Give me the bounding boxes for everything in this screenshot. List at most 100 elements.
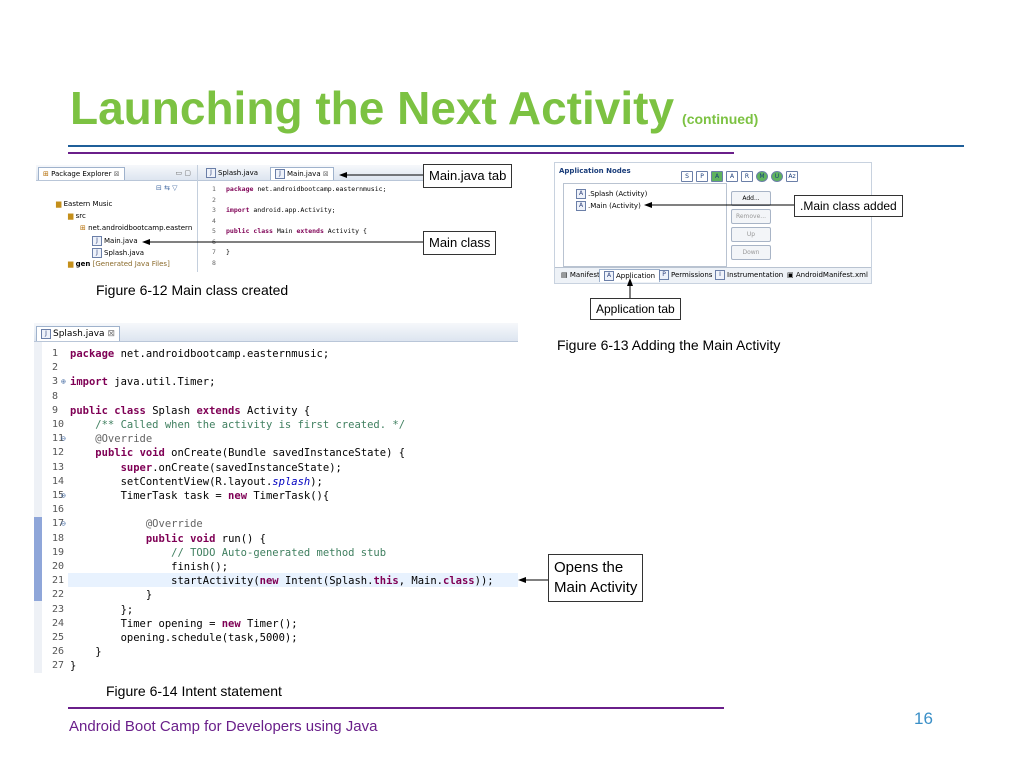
code-text: /** Called when the activity is first cr… <box>70 419 406 431</box>
footer-rule-purple <box>68 707 724 709</box>
activity-icon: A <box>576 189 586 199</box>
code-line: 20 finish(); <box>34 560 518 574</box>
package-icon: ⊞ <box>43 170 49 178</box>
code-line: 16 <box>34 503 518 517</box>
tab-manifest[interactable]: ▤ Manifest <box>557 269 604 281</box>
tree-item-main-java-label: Main.java <box>104 237 138 245</box>
current-line-highlight <box>68 573 518 587</box>
arrowhead <box>142 239 150 245</box>
code-line: 8 <box>34 390 518 404</box>
up-button[interactable]: Up <box>731 227 771 242</box>
java-file-icon: J <box>206 168 216 178</box>
nodes-list[interactable]: A.Splash (Activity) A.Main (Activity) <box>563 183 727 267</box>
code-text: startActivity(new Intent(Splash.this, Ma… <box>70 575 494 588</box>
fold-icon[interactable]: ⊖ <box>61 491 66 500</box>
code-text: @Override <box>70 518 203 531</box>
node-type-icon[interactable]: S <box>681 171 693 182</box>
figure-6-12-screenshot: ⊞ Package Explorer ⊠ ▭ ▢ ⊟ ⇆ ▽ ▆ Eastern… <box>36 165 510 272</box>
line-number: 19 <box>52 546 65 558</box>
line-number: 21 <box>52 575 65 587</box>
code-line: 23 }; <box>34 603 518 617</box>
close-icon[interactable]: ⊠ <box>107 329 115 339</box>
close-icon[interactable]: ⊠ <box>322 170 329 178</box>
tab-androidmanifest-xml-label: AndroidManifest.xml <box>795 271 868 279</box>
project-folder-icon: ▆ <box>56 200 62 208</box>
callout-main-java-tab: Main.java tab <box>423 164 513 188</box>
node-type-icon[interactable]: A <box>726 171 738 182</box>
footer-text: Android Boot Camp for Developers using J… <box>69 718 378 735</box>
code-line: 25 opening.schedule(task,5000); <box>34 631 518 645</box>
package-explorer-tab[interactable]: ⊞ Package Explorer ⊠ <box>38 167 125 180</box>
code-text: super.onCreate(savedInstanceState); <box>120 461 342 474</box>
tree-item-project[interactable]: ▆ Eastern Music <box>56 200 112 208</box>
figure-6-14-caption: Figure 6-14 Intent statement <box>106 683 282 699</box>
fold-icon[interactable]: ⊖ <box>61 519 66 529</box>
line-number: 24 <box>52 617 65 629</box>
node-type-icon[interactable]: Az <box>786 171 798 182</box>
code-text: }; <box>70 603 134 616</box>
src-folder-icon: ▆ <box>68 212 74 220</box>
code-text: // TODO Auto-generated method stub <box>70 546 387 559</box>
figure-6-12-caption: Figure 6-12 Main class created <box>96 282 289 298</box>
code-text: } <box>70 589 153 602</box>
tree-item-src[interactable]: ▆ src <box>68 212 86 220</box>
arrowhead <box>627 278 633 286</box>
package-explorer-panel: ⊞ Package Explorer ⊠ ▭ ▢ ⊟ ⇆ ▽ ▆ Eastern… <box>36 165 198 272</box>
down-button[interactable]: Down <box>731 245 771 260</box>
line-number: 8 <box>212 258 216 267</box>
line-number: 1 <box>52 348 59 359</box>
node-type-icon[interactable]: U <box>771 171 783 182</box>
arrowhead <box>339 172 347 178</box>
code-line: 13 super.onCreate(savedInstanceState); <box>34 461 518 475</box>
node-main-activity[interactable]: A.Main (Activity) <box>576 201 641 211</box>
line-number: 8 <box>52 390 59 402</box>
code-text: import java.util.Timer; <box>70 376 216 389</box>
node-type-icon[interactable]: R <box>741 171 753 182</box>
line-number: 2 <box>52 362 59 374</box>
tab-main-java-label: Main.java <box>287 170 321 178</box>
node-type-icon[interactable]: M <box>756 171 768 182</box>
line-number: 25 <box>52 632 65 643</box>
close-icon[interactable]: ⊠ <box>113 170 120 178</box>
fold-icon[interactable]: ⊕ <box>61 377 66 387</box>
code-text: @Override <box>70 433 153 446</box>
tree-item-gen[interactable]: ▆ gen [Generated Java Files] <box>68 260 170 268</box>
tree-item-package[interactable]: ⊞ net.androidbootcamp.eastern <box>80 224 192 232</box>
java-file-icon: J <box>92 248 102 258</box>
tree-item-package-label: net.androidbootcamp.eastern <box>88 224 193 232</box>
node-type-icon[interactable]: P <box>696 171 708 182</box>
remove-button[interactable]: Remove... <box>731 209 771 224</box>
callout-main-class-added: .Main class added <box>794 195 903 217</box>
line-number: 15 <box>52 490 65 501</box>
code-line: 10 /** Called when the activity is first… <box>34 418 518 432</box>
tab-splash-java-label: Splash.java <box>218 169 259 177</box>
tab-instrumentation-label: Instrumentation <box>727 271 784 279</box>
java-file-icon: J <box>275 169 285 179</box>
line-number: 5 <box>212 227 216 235</box>
minimize-maximize-icons[interactable]: ▭ ▢ <box>175 169 191 177</box>
code-text: setContentView(R.layout.splash); <box>70 475 323 488</box>
slide-title-text: Launching the Next Activity <box>70 82 675 134</box>
tab-application-label: Application <box>616 272 656 280</box>
java-file-icon: J <box>92 236 102 246</box>
node-splash-activity[interactable]: A.Splash (Activity) <box>576 189 647 199</box>
code-line: 21 startActivity(new Intent(Splash.this,… <box>34 574 518 588</box>
tab-androidmanifest-xml[interactable]: ▣ AndroidManifest.xml <box>783 269 871 281</box>
code-line: 18 public void run() { <box>34 532 518 546</box>
package-explorer-tabbar: ⊞ Package Explorer ⊠ ▭ ▢ <box>36 165 197 181</box>
fold-icon[interactable]: ⊖ <box>61 434 66 444</box>
node-type-icon[interactable]: A <box>711 171 723 182</box>
